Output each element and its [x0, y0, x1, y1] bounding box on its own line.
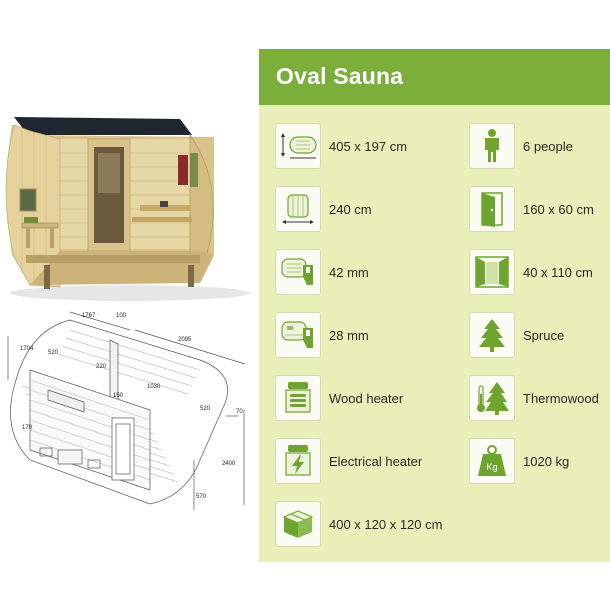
spec-floor-value: 28 mm [329, 327, 369, 343]
spec-weight: Kg 1020 kg [469, 438, 569, 484]
package-box-icon [275, 501, 321, 547]
dim-2400: 2400 [222, 461, 236, 467]
dim-70: 70 [236, 409, 243, 415]
dim-220: 220 [96, 364, 107, 370]
dim-520-left: 520 [48, 350, 59, 356]
door-icon [469, 186, 515, 232]
electrical-heater-icon [275, 438, 321, 484]
spruce-tree-icon [469, 312, 515, 358]
dim-520-right: 520 [200, 406, 211, 412]
person-icon [469, 123, 515, 169]
dimensions-icon [275, 123, 321, 169]
dim-2095: 2095 [178, 337, 192, 343]
barrel-length-icon [275, 186, 321, 232]
dim-1767: 1767 [82, 313, 96, 319]
sauna-illustrations: 1767 100 2095 1704 520 220 1030 150 520 … [0, 0, 260, 610]
spec-electric: Electrical heater [275, 438, 422, 484]
thermowood-icon [469, 375, 515, 421]
spec-window: 40 x 110 cm [469, 249, 593, 295]
spec-window-value: 40 x 110 cm [523, 264, 593, 280]
dim-570: 570 [196, 494, 207, 500]
spec-package: 400 x 120 x 120 cm [275, 501, 442, 547]
spec-dimensions-value: 405 x 197 cm [329, 138, 408, 154]
spec-dimensions: 405 x 197 cm [275, 123, 407, 169]
spec-panel: Oval Sauna 405 x 197 cm 6 people [259, 49, 610, 562]
dim-150: 150 [113, 393, 124, 399]
weight-icon-text: Kg [486, 462, 497, 472]
window-icon [469, 249, 515, 295]
spec-wall-thickness: 42 mm [275, 249, 369, 295]
spec-heater-value: Wood heater [329, 390, 404, 406]
spec-thermo-value: Thermowood [523, 390, 599, 406]
weight-icon: Kg [469, 438, 515, 484]
spec-heater: Wood heater [275, 375, 403, 421]
spec-length-value: 240 cm [329, 201, 372, 217]
spec-wood: Spruce [469, 312, 564, 358]
spec-door-value: 160 x 60 cm [523, 201, 594, 217]
page-title: Oval Sauna [276, 63, 404, 89]
sauna-3d-render [5, 117, 250, 301]
spec-weight-value: 1020 kg [523, 453, 570, 469]
spec-people-value: 6 people [523, 138, 573, 154]
sauna-floor-plan-drawing [7, 311, 246, 510]
dim-100: 100 [116, 313, 127, 319]
spec-length: 240 cm [275, 186, 372, 232]
spec-package-value: 400 x 120 x 120 cm [329, 516, 443, 532]
spec-door: 160 x 60 cm [469, 186, 594, 232]
spec-thermowood: Thermowood [469, 375, 599, 421]
wall-thickness-icon [275, 249, 321, 295]
spec-floor-thickness: 28 mm [275, 312, 369, 358]
dim-1704: 1704 [20, 346, 34, 352]
panel-header: Oval Sauna [259, 49, 610, 105]
wood-heater-icon [275, 375, 321, 421]
dim-170: 170 [22, 425, 33, 431]
spec-wall-value: 42 mm [329, 264, 369, 280]
floor-thickness-icon [275, 312, 321, 358]
spec-electric-value: Electrical heater [329, 453, 423, 469]
spec-wood-value: Spruce [523, 327, 565, 343]
dim-1030: 1030 [147, 384, 161, 390]
spec-people: 6 people [469, 123, 573, 169]
